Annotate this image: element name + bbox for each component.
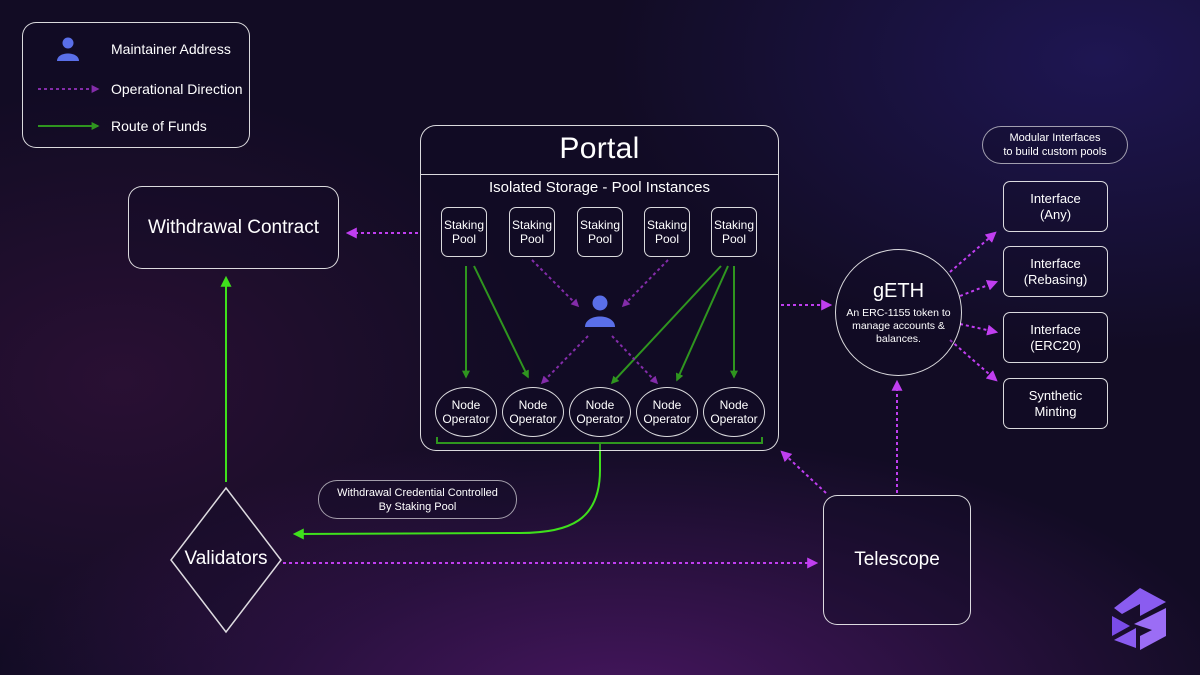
funds-route (473, 265, 529, 379)
interface-erc20: Interface(ERC20) (1003, 312, 1108, 363)
staking-pool-label: Pool (654, 232, 680, 246)
interface-label: (ERC20) (1030, 337, 1081, 353)
staking-pool-label: Pool (519, 232, 545, 246)
operational-route (531, 259, 580, 308)
modular-interfaces-note: Modular Interfaces to build custom pools (982, 126, 1128, 164)
geth-node: gETH An ERC-1155 token to manage account… (835, 249, 962, 376)
telescope-box: Telescope (823, 495, 971, 625)
withdrawal-credential-line: By Staking Pool (378, 500, 457, 513)
geth-title: gETH (872, 279, 925, 302)
maintainer-user-icon (585, 295, 615, 327)
portal-subtitle: Isolated Storage - Pool Instances (489, 179, 710, 196)
interface-label: (Any) (1039, 206, 1072, 222)
brand-logo-icon (1112, 588, 1166, 650)
legend: Maintainer Address Operational Direction… (22, 22, 250, 148)
node-operator-label: Operator (576, 412, 624, 426)
legend-row-operational: Operational Direction (23, 79, 249, 99)
legend-label: Operational Direction (111, 81, 243, 97)
funds-route (675, 265, 729, 382)
node-operator-label: Node (585, 398, 615, 412)
interface-label: Interface (1030, 321, 1081, 337)
interface-any: Interface(Any) (1003, 181, 1108, 232)
validators-label: Validators (184, 548, 268, 569)
staking-pool-label: Staking (579, 218, 621, 232)
operational-route (959, 323, 999, 336)
staking-pool-label: Pool (721, 232, 747, 246)
node-operator-label: Operator (509, 412, 557, 426)
node-operator-label: Node (652, 398, 682, 412)
interface-label: (Rebasing) (1023, 271, 1088, 287)
node-operator-label: Node (451, 398, 481, 412)
node-operator-label: Node (719, 398, 749, 412)
node-operator-label: Node (518, 398, 548, 412)
funds-route (610, 265, 722, 385)
withdrawal-credential-line: Withdrawal Credential Controlled (337, 486, 498, 499)
portal-divider (421, 174, 778, 175)
node-operator-label: Operator (442, 412, 490, 426)
withdrawal-contract-box: Withdrawal Contract (128, 186, 339, 269)
interface-label: Synthetic (1028, 387, 1083, 403)
validators-diamond (170, 486, 282, 634)
node-operator-label: Operator (710, 412, 758, 426)
user-icon (57, 37, 79, 61)
geth-description: An ERC-1155 token to manage accounts & b… (846, 306, 951, 345)
legend-label: Maintainer Address (111, 41, 231, 57)
operational-route (949, 231, 997, 273)
operational-route (949, 339, 998, 382)
operational-route (959, 280, 999, 297)
staking-pool-label: Staking (511, 218, 553, 232)
interface-rebasing: Interface(Rebasing) (1003, 246, 1108, 297)
operational-route (621, 259, 669, 308)
interface-label: Interface (1030, 255, 1081, 271)
staking-pool-label: Staking (443, 218, 485, 232)
node-operator-label: Operator (643, 412, 691, 426)
legend-label: Route of Funds (111, 118, 207, 134)
legend-row-maintainer: Maintainer Address (23, 37, 249, 61)
interface-label: Interface (1030, 190, 1081, 206)
modular-note-line: to build custom pools (1003, 146, 1107, 158)
portal-title: Portal (559, 132, 640, 165)
modular-note-line: Modular Interfaces (1009, 132, 1101, 144)
operational-route (611, 335, 659, 385)
withdrawal-contract-label: Withdrawal Contract (147, 216, 320, 238)
staking-pool-label: Pool (451, 232, 477, 246)
staking-pool-label: Staking (646, 218, 688, 232)
staking-pool-label: Staking (713, 218, 755, 232)
operational-route (780, 450, 827, 494)
operational-route (540, 335, 589, 385)
telescope-label: Telescope (854, 549, 940, 570)
legend-row-funds: Route of Funds (23, 116, 249, 136)
interface-label: Minting (1034, 403, 1077, 419)
staking-pool-label: Pool (587, 232, 613, 246)
funds-route-to-validators (292, 443, 601, 540)
